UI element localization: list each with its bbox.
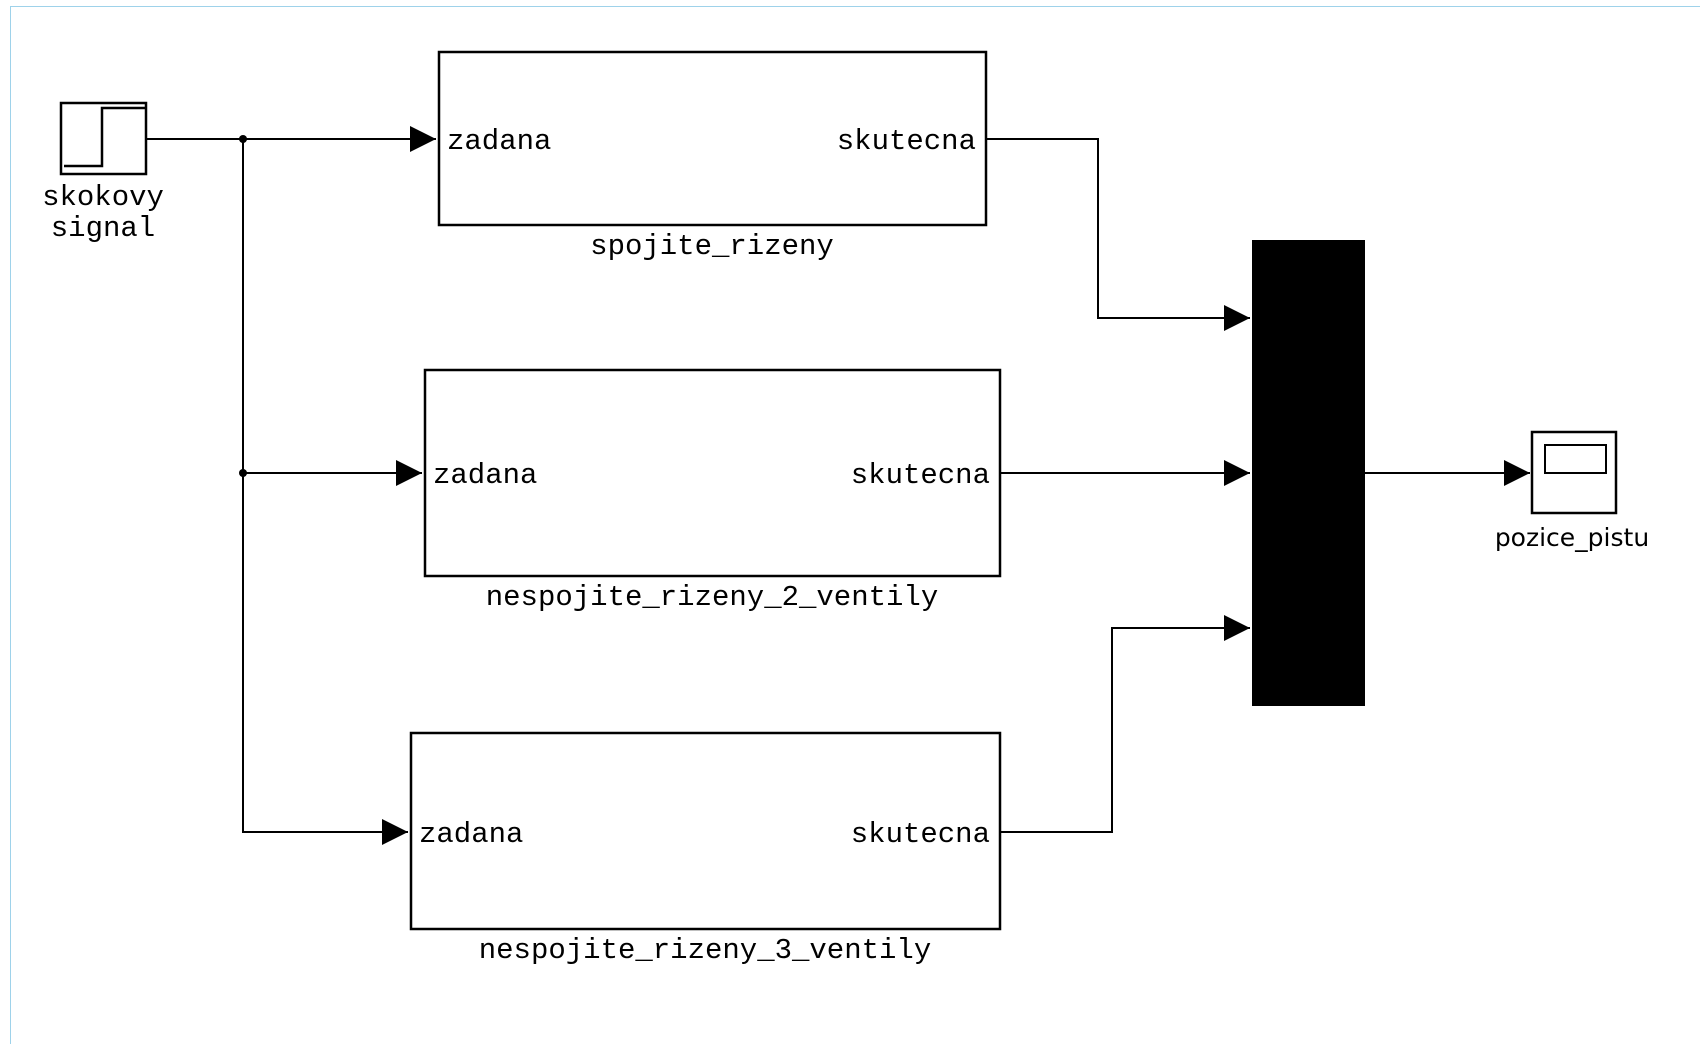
wire-nespojite-3-to-mux[interactable] xyxy=(1000,615,1250,833)
canvas-frame xyxy=(10,6,1700,1044)
source-label-line2: signal xyxy=(51,212,155,245)
mux-block[interactable] xyxy=(1252,240,1365,706)
subsystem-input-label: zadana xyxy=(433,459,537,492)
subsystem-name: nespojite_rizeny_2_ventily xyxy=(486,581,938,614)
wire-spojite-to-mux[interactable] xyxy=(986,138,1250,331)
subsystem-input-label: zadana xyxy=(447,125,551,158)
subsystem-nespojite-rizeny-3-ventily[interactable]: zadana skutecna nespojite_rizeny_3_venti… xyxy=(409,731,1002,967)
scope-label: pozice_pistu xyxy=(1495,523,1649,552)
step-source-block[interactable]: skokovy signal xyxy=(42,101,164,245)
subsystem-output-label: skutecna xyxy=(837,125,976,158)
step-signal-icon xyxy=(64,106,145,168)
subsystem-name: nespojite_rizeny_3_ventily xyxy=(479,934,931,967)
subsystem-output-label: skutecna xyxy=(851,818,990,851)
subsystem-spojite-rizeny[interactable]: zadana skutecna spojite_rizeny xyxy=(437,50,988,263)
signal-wires xyxy=(146,126,1530,845)
subsystem-output-label: skutecna xyxy=(851,459,990,492)
subsystem-input-label: zadana xyxy=(419,818,523,851)
branch-point-1 xyxy=(239,135,247,143)
subsystem-name: spojite_rizeny xyxy=(590,230,834,263)
scope-icon xyxy=(1544,444,1607,474)
scope-block[interactable]: pozice_pistu xyxy=(1495,430,1649,552)
branch-point-2 xyxy=(239,469,247,477)
source-label-line1: skokovy xyxy=(42,181,164,214)
wire-branch-vertical[interactable] xyxy=(242,139,408,845)
subsystem-nespojite-rizeny-2-ventily[interactable]: zadana skutecna nespojite_rizeny_2_venti… xyxy=(423,368,1002,614)
